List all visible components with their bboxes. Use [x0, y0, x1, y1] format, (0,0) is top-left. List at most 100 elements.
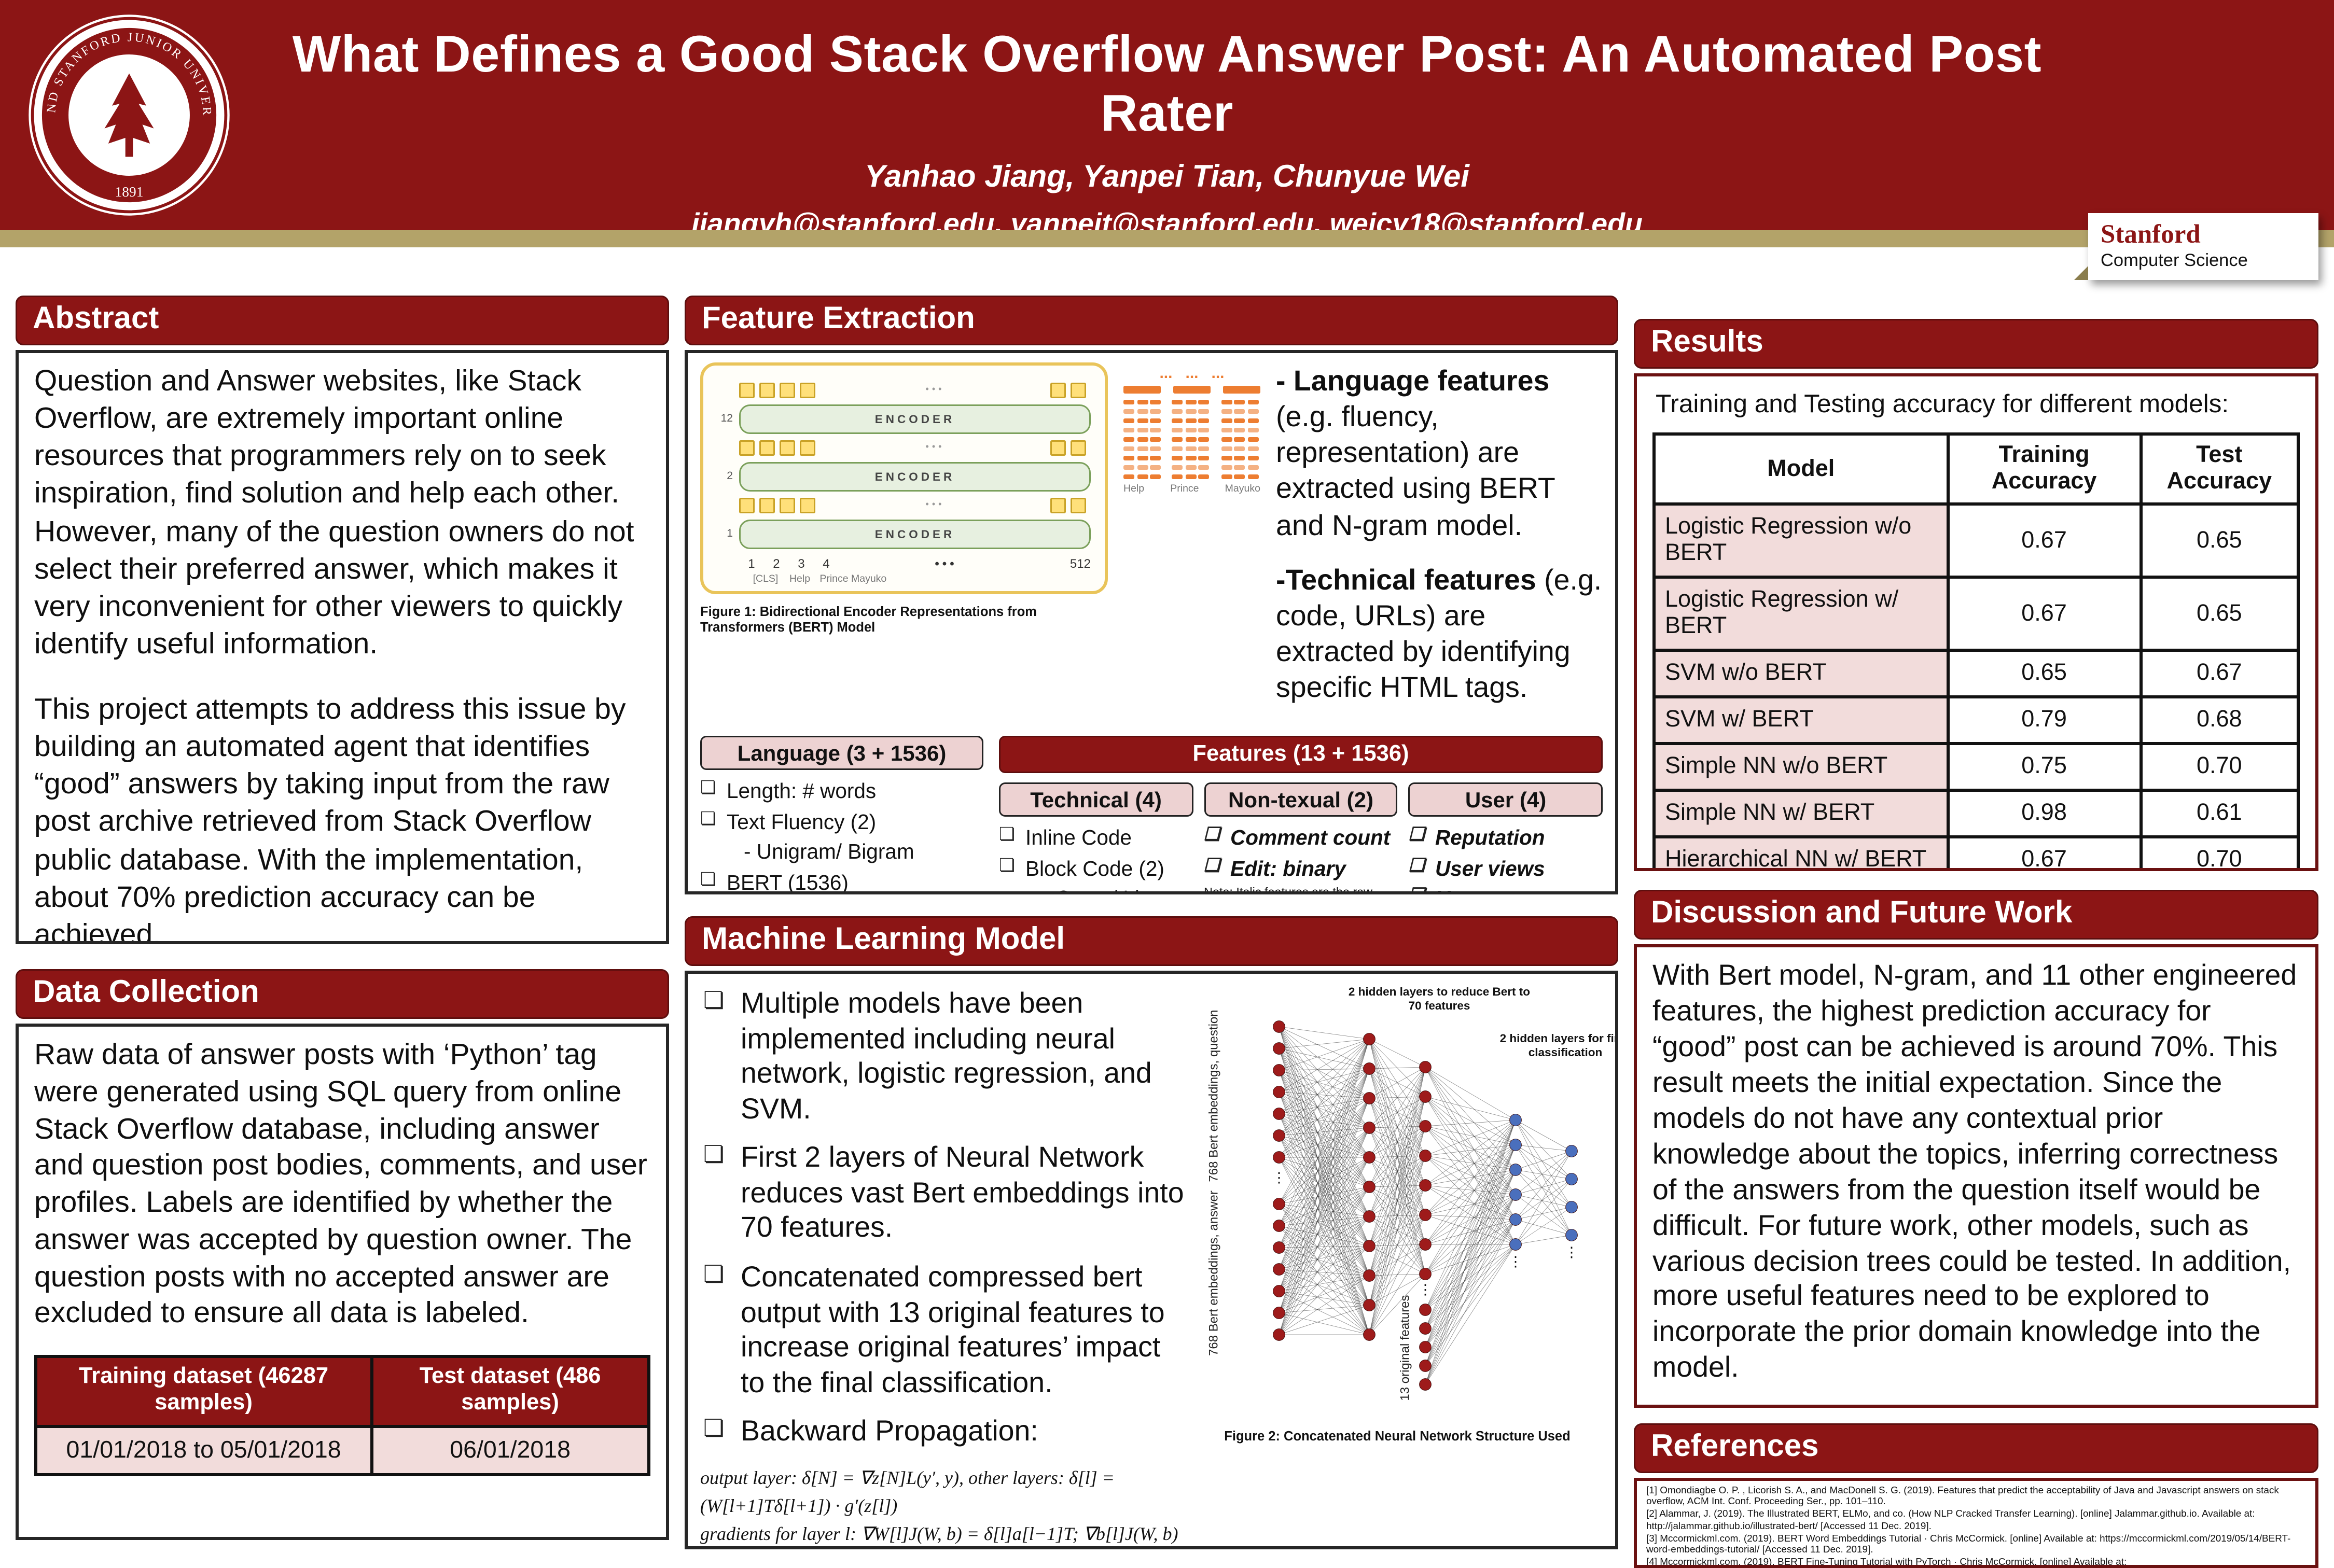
results-row: Hierarchical NN w/ BERT 0.67 0.70: [1652, 834, 2300, 868]
model-name: Simple NN w/ BERT: [1652, 788, 1950, 838]
nn-label-answer: 768 Bert embeddings, answer: [1206, 1191, 1221, 1356]
dataset-value-row: 01/01/2018 to 05/01/2018 06/01/2018: [34, 1424, 651, 1477]
right-column: Results Training and Testing accuracy fo…: [1634, 319, 2318, 1568]
stanford-cs-wordmark: Stanford Computer Science: [2074, 213, 2318, 280]
technical-features-box: Technical (4) Inline Code Block Code (2)…: [999, 782, 1193, 891]
model-name: SVM w/ BERT: [1652, 694, 1950, 745]
feature-item: User views: [1409, 857, 1603, 881]
user-features-box: User (4) Reputation User views Upvotes D…: [1409, 782, 1603, 891]
vector-grid: [1120, 400, 1263, 479]
model-name: Logistic Regression w/o BERT: [1652, 501, 1950, 578]
token-position-row: 1 2 3 4 ••• 512: [748, 557, 1091, 571]
language-header: Language (3 + 1536): [700, 736, 983, 771]
brand-name: Stanford: [2101, 219, 2201, 249]
section-data-collection: Data Collection Raw data of answer posts…: [16, 969, 669, 1540]
feature-subitem: - Unigram/ Bigram: [744, 840, 914, 864]
test-accuracy: 0.70: [2138, 834, 2300, 868]
training-accuracy: 0.75: [1946, 741, 2142, 791]
results-row: Logistic Regression w/ BERT 0.67 0.65: [1652, 575, 2300, 651]
feature-item: BERT (1536): [700, 871, 983, 891]
non-textual-header: Non-texual (2): [1204, 782, 1398, 817]
section-references: References [1] Omondiagbe O. P. , Licori…: [1634, 1423, 2318, 1568]
technical-header: Technical (4): [999, 782, 1193, 817]
encoder-block: ENCODER: [739, 520, 1091, 549]
references-body: [1] Omondiagbe O. P. , Licorish S. A., a…: [1634, 1478, 2318, 1568]
technical-features-text: -Technical features (e.g. code, URLs) ar…: [1276, 562, 1602, 703]
results-row: SVM w/o BERT 0.65 0.67: [1652, 648, 2300, 698]
bert-diagram: ••• 12 ENCODER ••• 2 ENCODER •••: [700, 362, 1108, 594]
training-accuracy: 0.98: [1946, 788, 2142, 838]
data-collection-body: Raw data of answer posts with ‘Python’ t…: [16, 1024, 669, 1540]
svg-text:⋮: ⋮: [1272, 1170, 1286, 1185]
dataset-table: Training dataset (46287 samples) Test da…: [34, 1355, 651, 1477]
test-accuracy: 0.65: [2138, 501, 2300, 578]
feature-item: Block Code (2): [999, 857, 1193, 881]
header-text-block: What Defines a Good Stack Overflow Answe…: [249, 0, 2085, 240]
brand-department: Computer Science: [2101, 251, 2248, 271]
column-test-accuracy: Test Accuracy: [2138, 432, 2300, 505]
test-accuracy: 0.68: [2138, 694, 2300, 745]
feature-item: Reputation: [1409, 826, 1603, 850]
ml-bullets: Multiple models have been implemented in…: [700, 986, 1186, 1544]
svg-text:⋮: ⋮: [1509, 1254, 1523, 1269]
ml-model-heading: Machine Learning Model: [685, 916, 1618, 966]
ml-model-body: Multiple models have been implemented in…: [685, 971, 1618, 1549]
middle-column: Feature Extraction ••• 12 ENCODER •••: [685, 296, 1618, 1549]
user-header: User (4): [1409, 782, 1603, 817]
bert-token-row: •••: [739, 440, 1091, 456]
encoder-block: ENCODER: [739, 404, 1091, 434]
discussion-heading: Discussion and Future Work: [1634, 890, 2318, 940]
test-dataset-header: Test dataset (486 samples): [370, 1355, 651, 1428]
model-name: Simple NN w/o BERT: [1652, 741, 1950, 791]
feature-item: Length: # words: [700, 779, 983, 804]
nn-label-original-features: 13 original features: [1398, 1295, 1412, 1401]
language-features-text: - Language features (e.g. fluency, repre…: [1276, 364, 1555, 541]
test-accuracy: 0.65: [2138, 575, 2300, 651]
vector-bars: [1123, 386, 1260, 394]
dataset-header-row: Training dataset (46287 samples) Test da…: [34, 1355, 651, 1428]
data-collection-heading: Data Collection: [16, 969, 669, 1019]
bert-token-row: •••: [739, 383, 1091, 398]
ml-bullet-item: First 2 layers of Neural Network reduces…: [700, 1141, 1186, 1246]
references-heading: References: [1634, 1423, 2318, 1473]
section-ml-model: Machine Learning Model Multiple models h…: [685, 916, 1618, 1549]
section-feature-extraction: Feature Extraction ••• 12 ENCODER •••: [685, 296, 1618, 894]
formula-output-layer: output layer: δ[N] = ∇z[N]L(y′, y), othe…: [700, 1466, 1115, 1517]
model-name: Logistic Regression w/ BERT: [1652, 575, 1950, 651]
features-banner: Features (13 + 1536): [999, 736, 1603, 774]
svg-text:1891: 1891: [115, 184, 144, 200]
language-features-box: Language (3 + 1536) Length: # words Text…: [700, 736, 983, 891]
output-token-labels: Help Prince Mayuko: [1123, 484, 1260, 495]
header-banner: LELAND STANFORD JUNIOR UNIVERSITY 1891 W…: [0, 0, 2334, 240]
results-row: Logistic Regression w/o BERT 0.67 0.65: [1652, 501, 2300, 578]
test-accuracy: 0.70: [2138, 741, 2300, 791]
poster-authors: Yanhao Jiang, Yanpei Tian, Chunyue Wei: [865, 160, 1469, 194]
feature-item: Comment count: [1204, 826, 1398, 850]
encoder-block: ENCODER: [739, 462, 1091, 492]
nn-label-hidden-final: 2 hidden layers for final classification: [1499, 1031, 1618, 1059]
ml-bullet-item: Multiple models have been implemented in…: [700, 986, 1186, 1127]
results-row: SVM w/ BERT 0.79 0.68: [1652, 694, 2300, 745]
features-note: Note: Italic features are the raw input …: [1204, 885, 1373, 894]
figure-bert-model: ••• 12 ENCODER ••• 2 ENCODER •••: [700, 362, 1108, 723]
input-token-labels: [CLS] Help Prince Mayuko: [753, 574, 887, 585]
feature-extraction-heading: Feature Extraction: [685, 296, 1618, 345]
training-accuracy: 0.67: [1946, 834, 2142, 868]
reference-item: [2] Alammar, J. (2019). The Illustrated …: [1646, 1509, 2255, 1532]
svg-text:⋮: ⋮: [1565, 1244, 1579, 1260]
feature-item: Edit: binary: [1204, 857, 1398, 881]
training-dataset-header: Training dataset (46287 samples): [34, 1355, 373, 1428]
feature-item: Text Fluency (2): [700, 810, 983, 834]
results-table: Model Training Accuracy Test Accuracy Lo…: [1652, 432, 2300, 868]
section-abstract: Abstract Question and Answer websites, l…: [16, 296, 669, 944]
results-heading: Results: [1634, 319, 2318, 369]
discussion-paragraph: With Bert model, N-gram, and 11 other en…: [1652, 958, 2297, 1383]
reference-item: [1] Omondiagbe O. P. , Licorish S. A., a…: [1646, 1486, 2279, 1508]
section-results: Results Training and Testing accuracy fo…: [1634, 319, 2318, 871]
training-accuracy: 0.65: [1946, 648, 2142, 698]
seal-tree-icon: [104, 73, 154, 157]
abstract-heading: Abstract: [16, 296, 669, 345]
discussion-body: With Bert model, N-gram, and 11 other en…: [1634, 944, 2318, 1408]
gold-stripe: [0, 230, 2334, 247]
